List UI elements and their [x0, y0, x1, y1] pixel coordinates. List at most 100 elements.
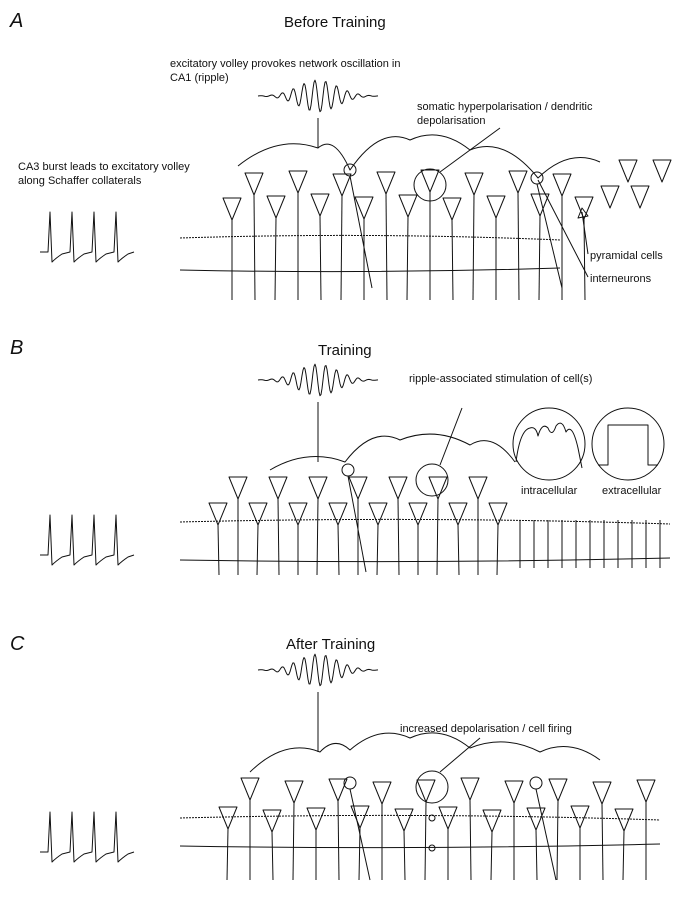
pyramidal-cell — [351, 806, 369, 828]
pyramidal-cell — [417, 780, 435, 802]
pyramidal-cell — [245, 173, 263, 195]
dendrite — [557, 801, 558, 880]
pyramidal-cell — [289, 503, 307, 525]
dendrite — [470, 800, 471, 880]
pyramidal-cell — [289, 171, 307, 193]
dendrite — [275, 218, 276, 300]
dendrite — [218, 525, 219, 575]
layer-line — [180, 558, 670, 562]
pyramidal-cell — [615, 809, 633, 831]
pyramidal-cell — [421, 170, 439, 192]
pyramidal-cell — [483, 810, 501, 832]
dendrite — [536, 830, 537, 880]
soma-pointer — [440, 128, 500, 172]
pyramidal-cell — [593, 782, 611, 804]
dendrite — [377, 525, 378, 575]
firing-dot — [429, 845, 435, 851]
dendrite — [425, 802, 426, 880]
pyramidal-cell — [461, 778, 479, 800]
pyramidal-cell — [509, 171, 527, 193]
pyramidal-cell — [369, 503, 387, 525]
pyramidal-cell — [267, 196, 285, 218]
pyramidal-cell — [465, 173, 483, 195]
pyramidal-cell — [219, 807, 237, 829]
interneuron — [531, 172, 543, 184]
dendrite — [452, 220, 453, 300]
interneuron-axon — [536, 789, 556, 880]
pyramidal-cell — [631, 186, 649, 208]
pyramidal-cell — [395, 809, 413, 831]
pyramidal-cell — [223, 198, 241, 220]
increase-pointer — [440, 738, 480, 772]
pyramidal-cell — [575, 197, 593, 219]
pyramidal-cell — [329, 503, 347, 525]
pyramidal-cell — [443, 198, 461, 220]
ripple-trace — [258, 654, 378, 686]
pyramidal-cell — [229, 477, 247, 499]
pyramidal-cell — [553, 174, 571, 196]
dendrite — [518, 193, 519, 300]
dendrite — [227, 829, 228, 880]
dendrite — [623, 831, 624, 880]
interneuron — [530, 777, 542, 789]
extracellular-circle — [592, 408, 664, 480]
ripple-trace — [258, 364, 378, 396]
pyramidal-cell — [619, 160, 637, 182]
layer-line — [180, 815, 660, 820]
pyramidal-cell — [377, 172, 395, 194]
ripple-trace — [258, 80, 378, 112]
layer-line — [180, 235, 560, 240]
pyramidal-cell — [307, 808, 325, 830]
pyramidal-cell — [439, 807, 457, 829]
dendrite — [317, 499, 318, 575]
ca3-burst-trace — [40, 812, 134, 862]
pyramidal-cell — [399, 195, 417, 217]
dendrite — [254, 195, 255, 300]
dendrite — [539, 216, 540, 300]
pyramidal-cell — [409, 503, 427, 525]
dendrite — [341, 196, 342, 300]
dendrite — [398, 499, 399, 575]
pyramidal-cell — [309, 477, 327, 499]
dendrite — [320, 216, 321, 300]
ca3-burst-trace — [40, 515, 134, 565]
interneuron — [342, 464, 354, 476]
dendrite — [386, 194, 387, 300]
pyramidal-cell — [269, 477, 287, 499]
dendrite — [602, 804, 603, 880]
pyramidal-cell — [449, 503, 467, 525]
schaffer-collateral — [270, 434, 515, 470]
intracellular-trace — [516, 423, 582, 468]
schaffer-collateral — [238, 135, 600, 178]
dendrite — [293, 803, 294, 880]
pyramidal-cell — [549, 779, 567, 801]
pyramidal-cell — [637, 780, 655, 802]
pyramidal-cell — [505, 781, 523, 803]
stim-pointer — [440, 408, 462, 465]
pyramidal-cell — [601, 186, 619, 208]
pyramidal-cell — [263, 810, 281, 832]
dendrite — [458, 525, 459, 575]
layer-line — [180, 844, 660, 848]
layer-line — [180, 519, 670, 524]
interneuron-axon — [350, 789, 370, 880]
dendrite — [272, 832, 273, 880]
interneuron-axon — [537, 184, 562, 288]
pyramidal-cell — [487, 196, 505, 218]
dendrite — [437, 499, 438, 575]
dendrite — [473, 195, 474, 300]
pyramidal-cell — [333, 174, 351, 196]
pyramidal-cell — [571, 806, 589, 828]
pyramidal-cell — [653, 160, 671, 182]
extracellular-pulse — [598, 425, 658, 465]
pyramidal-cell — [249, 503, 267, 525]
dendrite — [338, 801, 339, 880]
pyramidal-cell — [285, 781, 303, 803]
stimulated-cell-circle — [416, 464, 448, 496]
pyramidal-cell — [241, 778, 259, 800]
intracellular-circle — [513, 408, 585, 480]
interneuron-axon — [348, 476, 366, 572]
schaffer-collateral — [250, 733, 600, 772]
